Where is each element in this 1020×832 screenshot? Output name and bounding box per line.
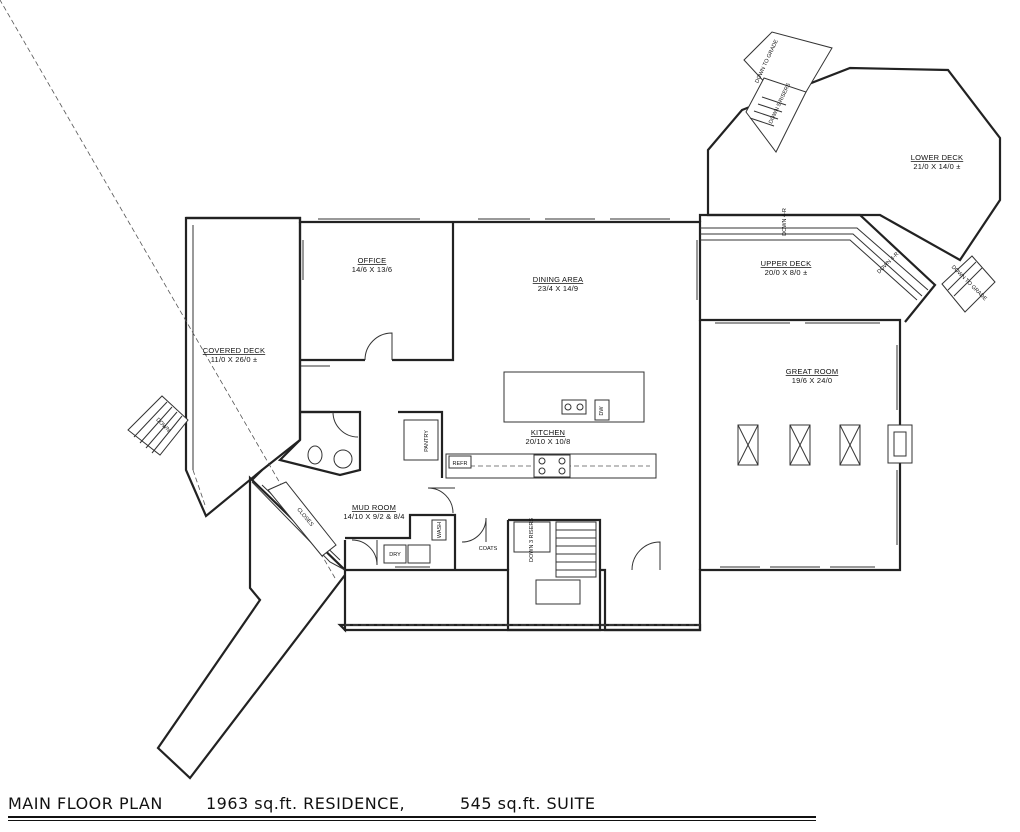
great-room-fixtures xyxy=(737,424,913,466)
kitchen-name: KITCHEN xyxy=(531,428,565,437)
interior-walls xyxy=(300,222,702,571)
floor-plan-drawing: OFFICE 14/6 X 13/6 DINING AREA 23/4 X 14… xyxy=(0,0,1002,780)
suite-area: 545 sq.ft. SUITE xyxy=(460,794,596,813)
refr-label: REFR xyxy=(453,461,468,467)
mud-room-dims: 14/10 X 9/2 & 8/4 xyxy=(343,512,404,521)
mud-room-name: MUD ROOM xyxy=(352,503,396,512)
plan-title-block: MAIN FLOOR PLAN 1963 sq.ft. RESIDENCE, 5… xyxy=(8,794,816,821)
fixture-labels: PANTRY REFR DW DRY WASH COATS CLOSES DOW… xyxy=(154,38,987,562)
covered-deck-name: COVERED DECK xyxy=(203,346,265,355)
windows xyxy=(302,218,898,568)
dining-dims: 23/4 X 14/9 xyxy=(538,284,579,293)
upper-deck-name: UPPER DECK xyxy=(761,259,812,268)
decks xyxy=(698,31,1002,323)
dw-label: DW xyxy=(599,406,605,416)
covered-deck-dims: 11/0 X 26/0 ± xyxy=(211,355,258,364)
down-4r-label-a: DOWN 4-R xyxy=(782,208,788,236)
great-room-name: GREAT ROOM xyxy=(786,367,839,376)
residence-area: 1963 sq.ft. RESIDENCE, xyxy=(206,794,406,813)
covered-deck-stair xyxy=(127,395,189,456)
lower-deck-dims: 21/0 X 14/0 ± xyxy=(913,162,960,171)
office-dims: 14/6 X 13/6 xyxy=(352,265,393,274)
interior-stairs xyxy=(513,521,597,605)
laundry-fixtures xyxy=(383,519,447,564)
coats-label: COATS xyxy=(479,546,498,552)
kitchen-dims: 20/10 X 10/8 xyxy=(526,437,571,446)
dining-name: DINING AREA xyxy=(533,275,584,284)
covered-deck xyxy=(127,216,302,518)
lower-deck-name: LOWER DECK xyxy=(911,153,963,162)
office-name: OFFICE xyxy=(358,256,387,265)
bath-fixtures xyxy=(307,445,353,469)
pantry-label: PANTRY xyxy=(424,430,430,452)
wash-label: WASH xyxy=(437,522,443,538)
kitchen-fixtures xyxy=(398,371,657,479)
great-room-dims: 19/6 X 24/0 xyxy=(792,376,833,385)
upper-deck-dims: 20/0 X 8/0 ± xyxy=(765,268,808,277)
plan-title: MAIN FLOOR PLAN xyxy=(8,794,163,813)
room-labels: OFFICE 14/6 X 13/6 DINING AREA 23/4 X 14… xyxy=(203,153,963,521)
dry-label: DRY xyxy=(389,552,401,558)
down-risers-label: DOWN 3 RISERS xyxy=(529,518,535,562)
